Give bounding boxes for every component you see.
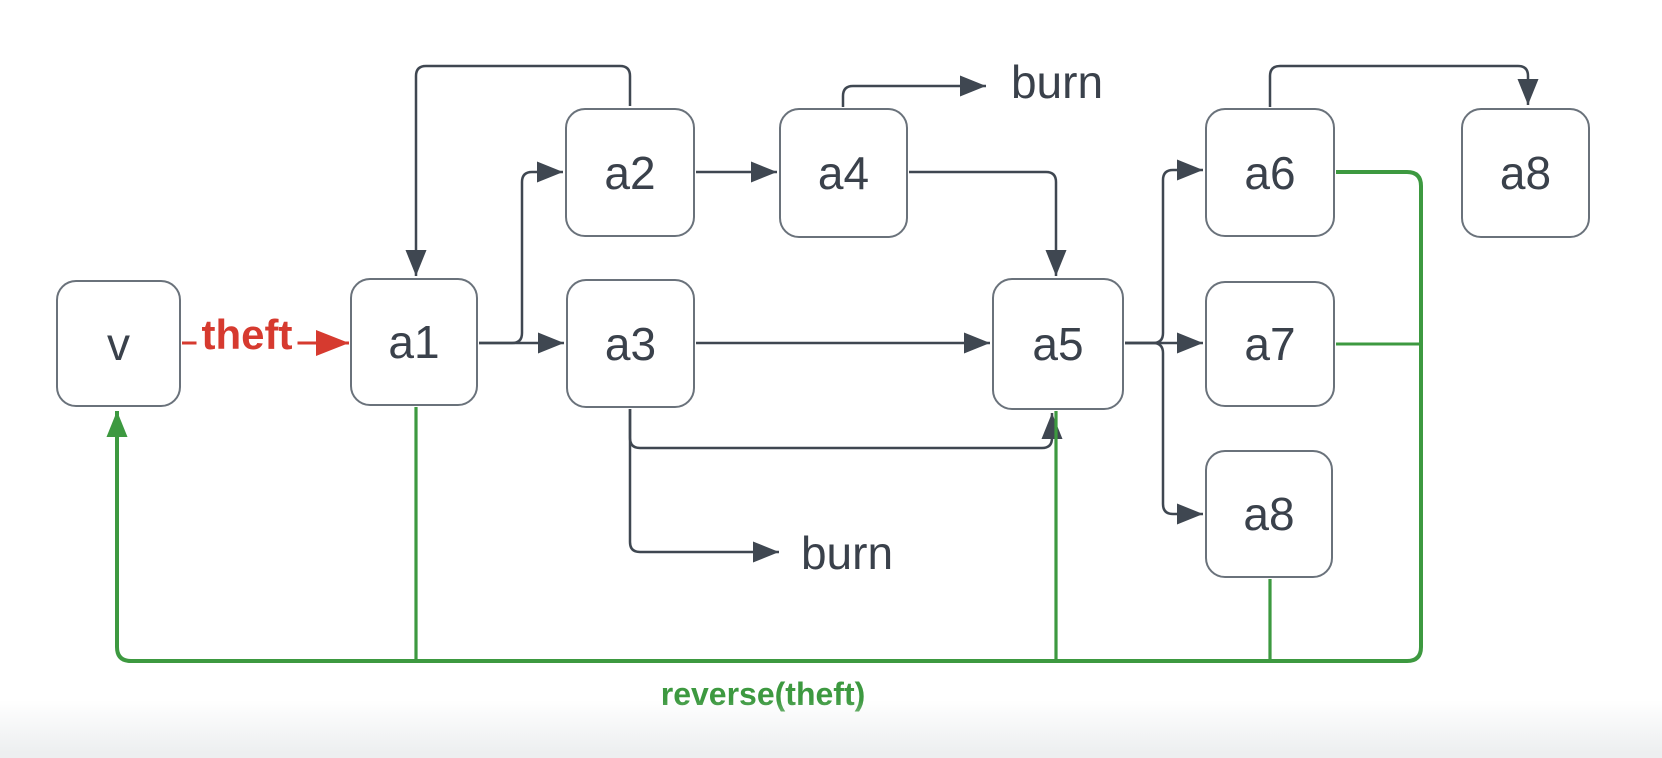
- node-v: v: [56, 280, 181, 407]
- node-a3: a3: [566, 279, 695, 408]
- label-burn-top: burn: [1010, 56, 1104, 108]
- edge-a2-to-a1-loop: [405, 64, 632, 276]
- node-a3-label: a3: [604, 317, 657, 370]
- edge-a5-to-a6: [1125, 159, 1203, 345]
- node-a8-top-label: a8: [1499, 147, 1552, 199]
- edge-a4-to-a5: [909, 170, 1067, 276]
- node-a6: a6: [1205, 108, 1335, 237]
- edge-reverse-main: [106, 170, 1423, 663]
- node-a8: a8: [1205, 450, 1333, 578]
- node-v-label: v: [107, 317, 130, 370]
- node-a1-label: a1: [388, 316, 440, 368]
- node-a1: a1: [350, 278, 478, 406]
- label-reverse-theft: reverse(theft): [660, 676, 866, 712]
- edge-a4-to-burn-top: [841, 75, 986, 107]
- node-a8-label: a8: [1243, 488, 1295, 540]
- node-a6-label: a6: [1244, 146, 1296, 199]
- edge-a6-to-a8-top: [1268, 64, 1539, 107]
- node-a8-top: a8: [1461, 108, 1590, 238]
- node-a2: a2: [565, 108, 695, 237]
- node-a5-label: a5: [1032, 318, 1084, 370]
- edge-a3-to-burn-bottom: [628, 409, 779, 563]
- node-a7: a7: [1205, 281, 1335, 407]
- label-burn-bottom: burn: [800, 527, 894, 579]
- node-a4: a4: [779, 108, 908, 238]
- edge-a1-to-a2: [479, 161, 563, 345]
- node-a5: a5: [992, 278, 1124, 410]
- label-theft: theft: [196, 314, 298, 356]
- edge-a3-to-a5-bottom: [628, 409, 1063, 450]
- node-a4-label: a4: [817, 147, 870, 199]
- node-a7-label: a7: [1244, 318, 1296, 370]
- edge-a5-to-a8: [1125, 341, 1203, 525]
- node-a2-label: a2: [604, 146, 656, 199]
